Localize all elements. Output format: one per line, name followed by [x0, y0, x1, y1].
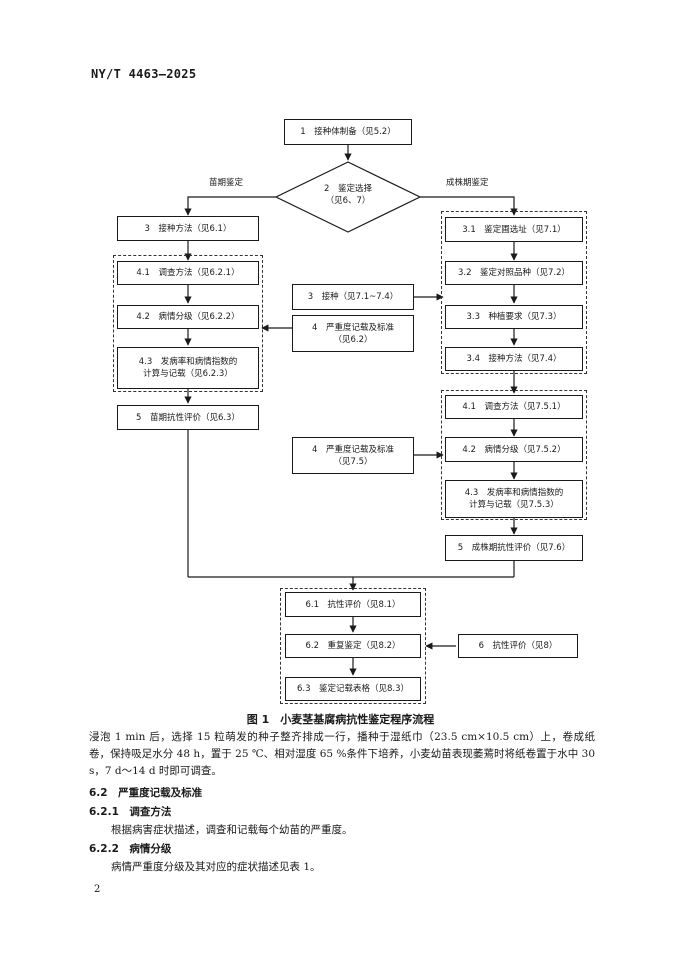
branch-label-adult: 成株期鉴定 — [446, 178, 489, 188]
flow-box-adult-grading: 4.2 病情分级（见7.5.2） — [445, 437, 583, 462]
dashed-group-final — [280, 588, 426, 704]
flowchart-connectors — [184, 145, 518, 676]
flow-box-seedling-grading: 4.2 病情分级（见6.2.2） — [117, 305, 259, 329]
flow-box-severity-adult: 4 严重度记载及标准 （见7.5） — [292, 437, 414, 474]
flow-box-adult-evaluation: 5 成株期抗性评价（见7.6） — [445, 535, 583, 561]
section-heading-6-2-2: 6.2.2 病情分级 — [89, 843, 172, 855]
dashed-group-adult-field — [441, 211, 587, 374]
flow-box-seedling-evaluation: 5 苗期抗性评价（见6.3） — [117, 405, 259, 430]
page-number: 2 — [94, 884, 101, 895]
flow-box-seedling-calc: 4.3 发病率和病情指数的 计算与记载（见6.2.3） — [117, 347, 259, 389]
flow-decision-label: 2 鉴定选择 （见6、7） — [324, 184, 372, 206]
dashed-group-adult-survey — [441, 390, 587, 520]
flow-box-adult-control: 3.2 鉴定对照品种（见7.2） — [445, 261, 583, 285]
standard-code-header: NY/T 4463—2025 — [91, 67, 197, 81]
figure-caption: 图 1 小麦茎基腐病抗性鉴定程序流程 — [246, 713, 435, 726]
section-heading-6-2: 6.2 严重度记载及标准 — [89, 787, 203, 799]
flow-box-middle-inoculation: 3 接种（见7.1~7.4） — [292, 284, 414, 310]
flow-box-adult-method: 3.4 接种方法（见7.4） — [445, 347, 583, 371]
flow-box-adult-planting: 3.3 种植要求（见7.3） — [445, 305, 583, 329]
flow-box-seedling-inoculation: 3 接种方法（见6.1） — [117, 216, 259, 241]
section-heading-6-2-1: 6.2.1 调查方法 — [89, 806, 172, 818]
flow-box-seedling-survey: 4.1 调查方法（见6.2.1） — [117, 261, 259, 285]
flow-box-severity-seedling: 4 严重度记载及标准 （见6.2） — [292, 315, 414, 352]
flow-box-final-repeat: 6.2 重复鉴定（见8.2） — [285, 634, 421, 658]
flow-box-adult-site: 3.1 鉴定圃选址（见7.1） — [445, 217, 583, 242]
body-paragraph-6-2-1: 根据病害症状描述，调查和记载每个幼苗的严重度。 — [111, 824, 353, 836]
body-paragraph-1: 浸泡 1 min 后，选择 15 粒萌发的种子整齐排成一行，播种于湿纸巾（23.… — [89, 731, 595, 777]
branch-label-seedling: 苗期鉴定 — [209, 178, 244, 188]
flow-box-final-resistance: 6.1 抗性评价（见8.1） — [285, 592, 421, 617]
flow-box-final-side: 6 抗性评价（见8） — [458, 634, 578, 658]
flow-box-inoculum-prep: 1 接种体制备（见5.2） — [284, 119, 412, 145]
flow-box-adult-survey: 4.1 调查方法（见7.5.1） — [445, 395, 583, 419]
flow-box-final-record: 6.3 鉴定记载表格（见8.3） — [285, 677, 421, 701]
dashed-group-seedling — [113, 255, 263, 392]
body-paragraph-6-2-2: 病情严重度分级及其对应的症状描述见表 1。 — [111, 861, 321, 873]
flow-box-adult-calc: 4.3 发病率和病情指数的 计算与记载（见7.5.3） — [445, 480, 583, 518]
